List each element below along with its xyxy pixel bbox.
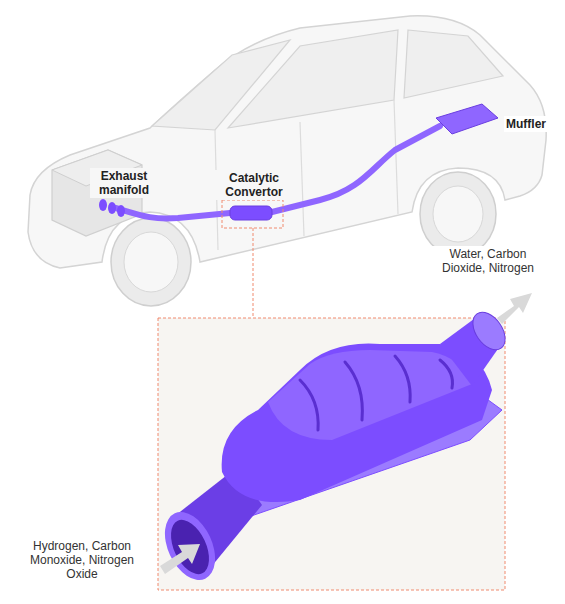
inflow-arrow xyxy=(160,544,200,574)
label-holder: Muffler xyxy=(504,116,558,132)
front-wheel xyxy=(111,218,191,306)
part-label: Catalytic Convertor xyxy=(214,170,294,200)
converter-top xyxy=(268,350,472,440)
gas-label: Water, Carbon Dioxide, Nitrogen xyxy=(432,246,544,276)
small-muffler xyxy=(436,104,498,134)
gas-label: Hydrogen, Carbon Monoxide, Nitrogen Oxid… xyxy=(12,538,152,582)
side-window xyxy=(228,30,398,128)
front-hub xyxy=(124,232,178,292)
small-converter xyxy=(230,206,272,220)
part-label: Muffler xyxy=(504,116,558,132)
manifold-port xyxy=(99,199,107,211)
label-holder: Water, Carbon Dioxide, Nitrogen xyxy=(432,246,544,276)
exhaust-pipe xyxy=(112,126,440,218)
manifold-port xyxy=(117,205,125,217)
label-holder: Hydrogen, Carbon Monoxide, Nitrogen Oxid… xyxy=(12,538,152,582)
label-holder: Catalytic Convertor xyxy=(214,170,294,200)
manifold-port xyxy=(108,202,116,214)
rear-hub xyxy=(433,186,483,242)
callout-box xyxy=(222,200,283,228)
rear-window xyxy=(404,30,503,98)
callout-leader xyxy=(253,228,254,318)
car-body xyxy=(28,16,546,268)
inlet-opening xyxy=(155,504,225,588)
outflow-arrow xyxy=(497,293,532,324)
converter-body xyxy=(222,344,492,503)
label-holder: Exhaust manifold xyxy=(90,168,158,198)
part-label: Exhaust manifold xyxy=(90,168,158,198)
converter-rib xyxy=(300,356,453,430)
rear-wheel xyxy=(420,172,496,256)
